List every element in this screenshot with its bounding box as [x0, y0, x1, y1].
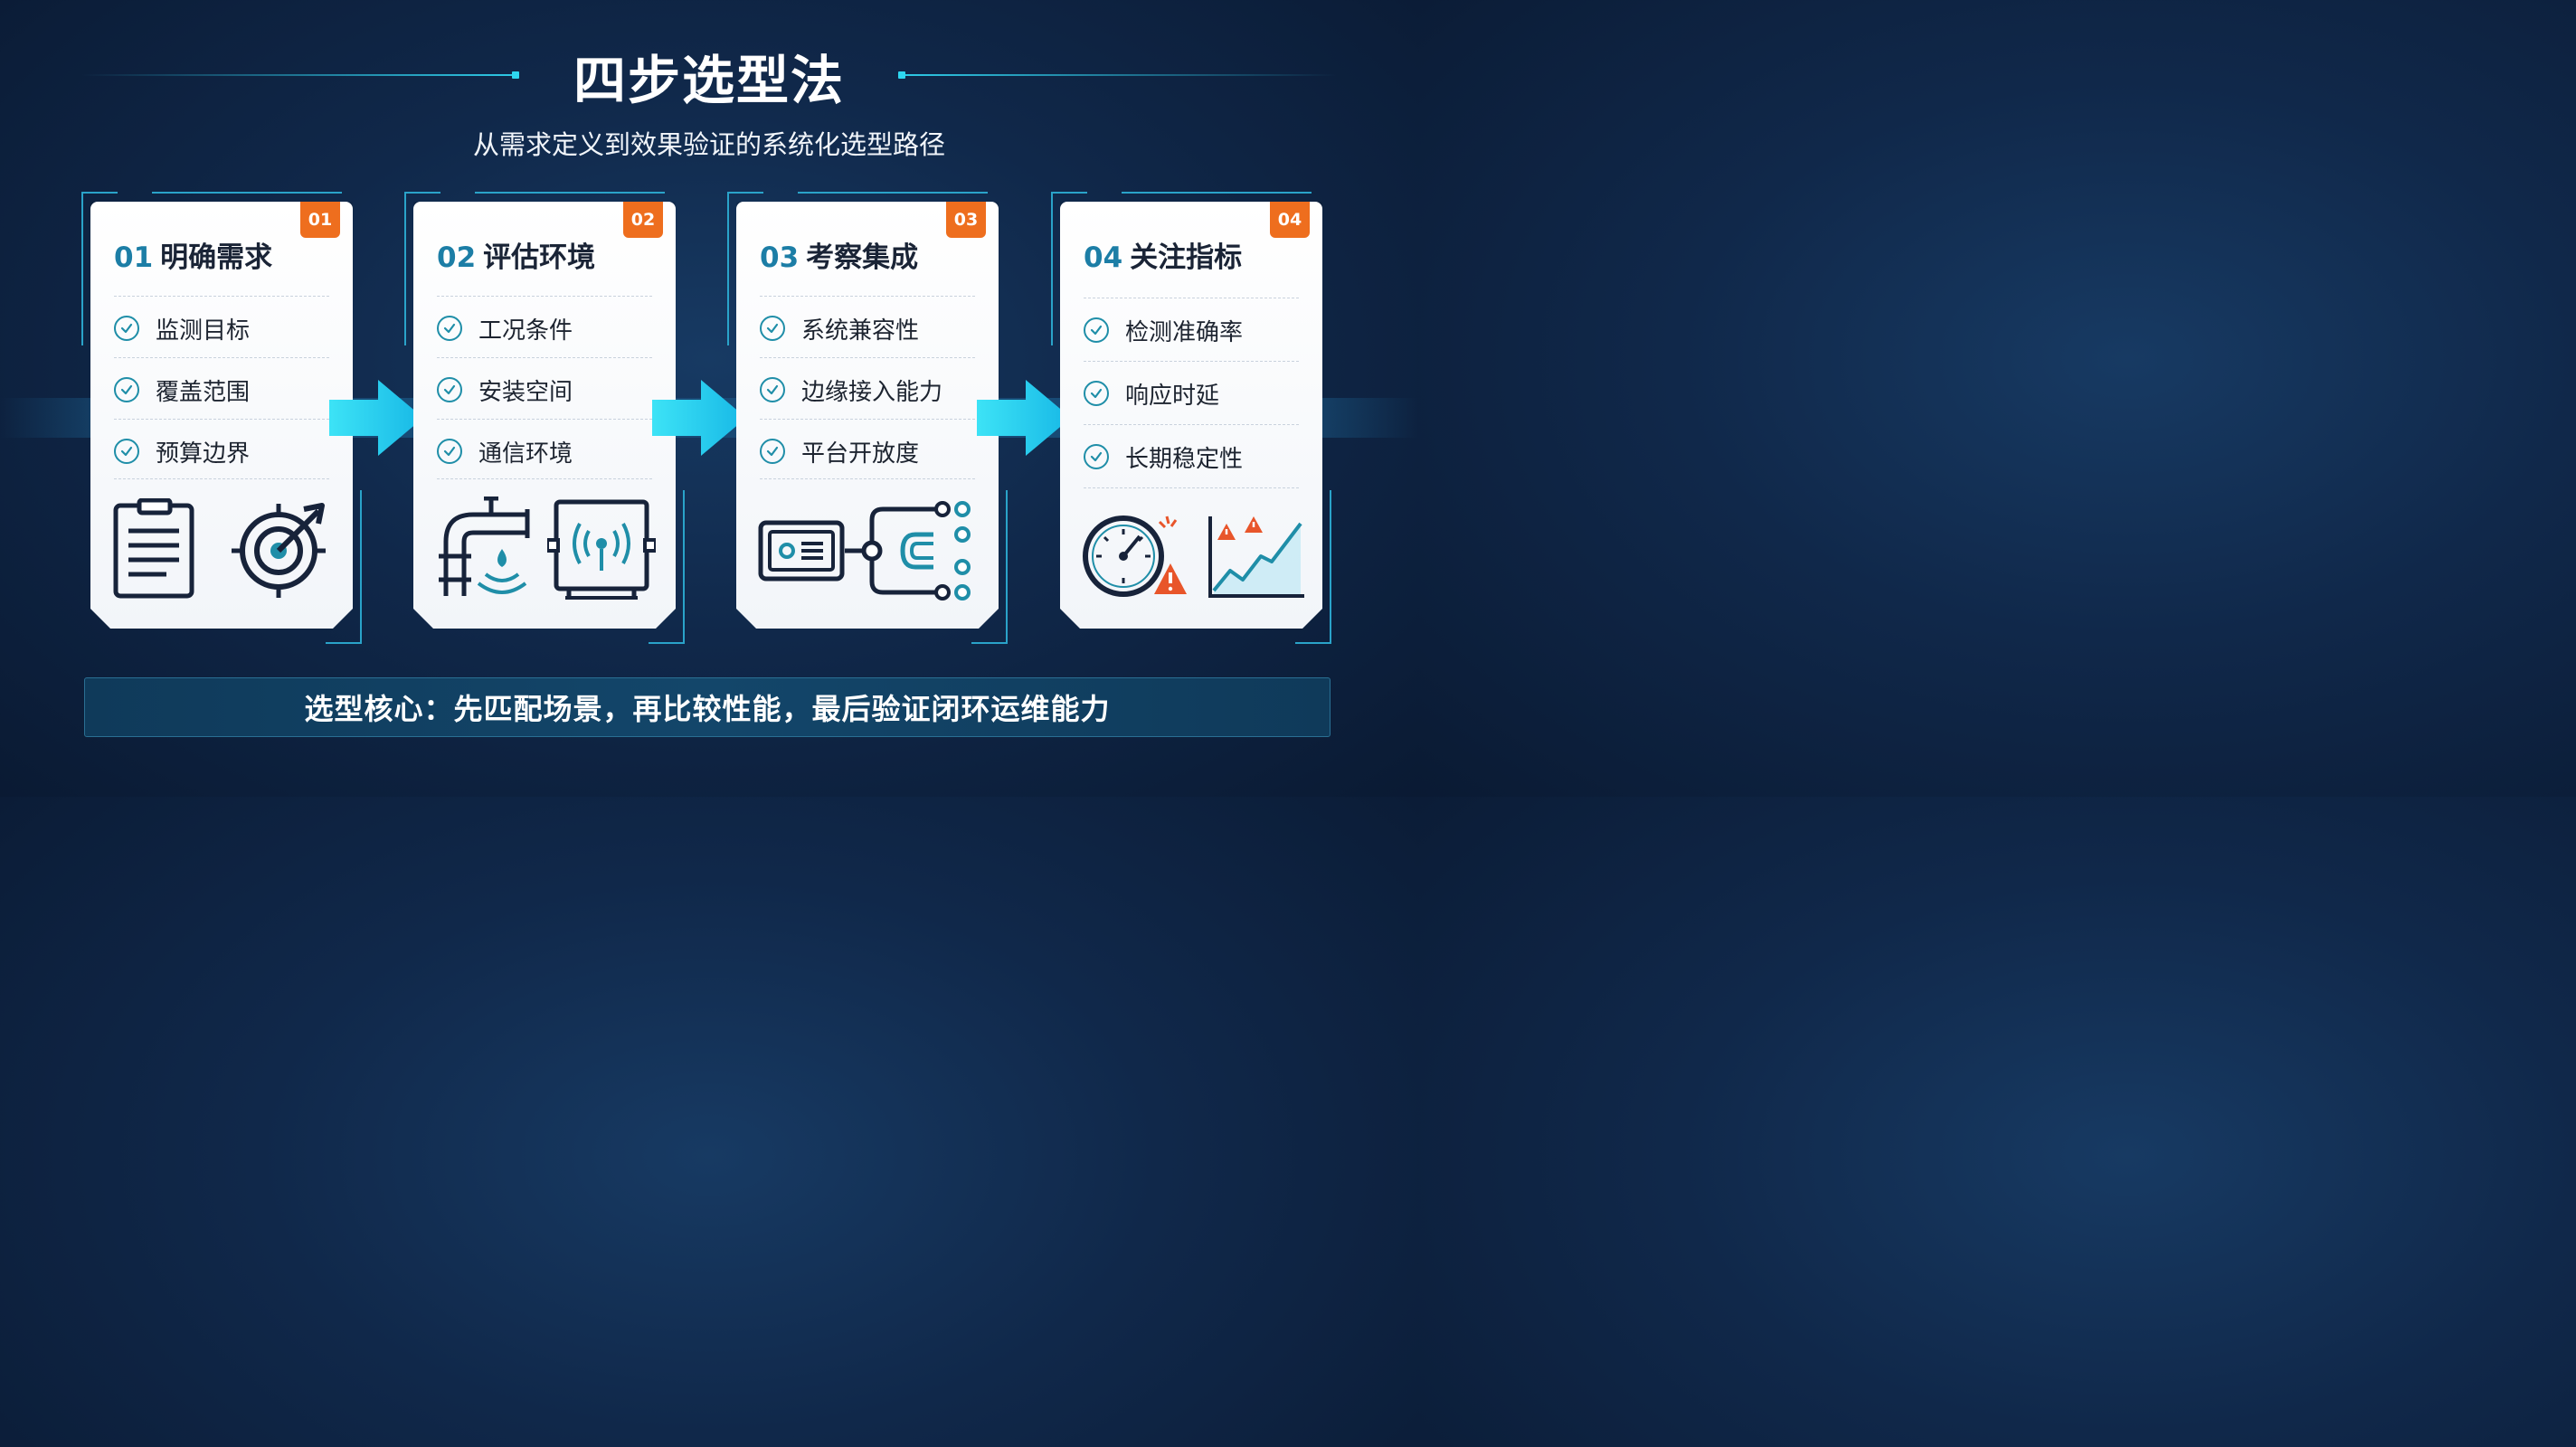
- step-item: 安装空间: [437, 372, 573, 408]
- title-line-left: [81, 74, 516, 76]
- check-icon: [114, 316, 139, 341]
- step-item-label: 响应时延: [1125, 382, 1220, 410]
- step-item: 工况条件: [437, 310, 573, 346]
- step-title-text: 明确需求: [160, 241, 273, 274]
- divider: [114, 357, 329, 358]
- step-item-label: 通信环境: [478, 440, 573, 468]
- step-item-label: 监测目标: [156, 317, 251, 345]
- summary-bar: 选型核心：先匹配场景，再比较性能，最后验证闭环运维能力: [84, 677, 1331, 737]
- card-frame-3: [727, 192, 1008, 644]
- network-icon: [845, 498, 977, 603]
- step-badge: 04: [1270, 202, 1310, 238]
- step-item: 检测准确率: [1084, 312, 1243, 348]
- check-icon: [760, 316, 785, 341]
- pipe-icon: [437, 497, 538, 600]
- step-item-label: 覆盖范围: [156, 378, 251, 406]
- check-icon: [114, 439, 139, 464]
- step-item: 边缘接入能力: [760, 372, 942, 408]
- page-title: 四步选型法: [573, 50, 845, 111]
- page-subtitle: 从需求定义到效果验证的系统化选型路径: [472, 129, 945, 160]
- divider: [1084, 487, 1299, 488]
- clipboard-icon: [112, 498, 197, 600]
- gauge-icon: [1080, 511, 1192, 605]
- arrow-right-icon: [977, 380, 1071, 456]
- card-frame-1: [81, 192, 362, 644]
- step-item: 平台开放度: [760, 433, 919, 469]
- step-item-label: 平台开放度: [801, 440, 920, 468]
- divider: [760, 478, 975, 479]
- step-item-label: 长期稳定性: [1125, 445, 1244, 473]
- divider: [1084, 361, 1299, 362]
- device-icon: [758, 520, 845, 582]
- step-title-text: 考察集成: [806, 241, 919, 274]
- check-icon: [760, 377, 785, 402]
- check-icon: [1084, 381, 1109, 406]
- title-dot-left: [512, 71, 519, 79]
- step-item-label: 安装空间: [478, 378, 573, 406]
- divider: [114, 296, 329, 297]
- signal-device-icon: [547, 498, 656, 600]
- step-item-label: 工况条件: [478, 317, 573, 345]
- check-icon: [437, 439, 462, 464]
- step-title-text: 评估环境: [483, 241, 596, 274]
- step-number: 03: [760, 241, 800, 274]
- divider: [437, 478, 652, 479]
- divider: [760, 419, 975, 420]
- check-icon: [1084, 317, 1109, 343]
- step-number: 04: [1084, 241, 1123, 274]
- card-frame-4: [1051, 192, 1331, 644]
- title-line-right: [903, 74, 1337, 76]
- divider: [114, 478, 329, 479]
- step-item: 覆盖范围: [114, 372, 250, 408]
- step-item-label: 预算边界: [156, 440, 251, 468]
- check-icon: [114, 377, 139, 402]
- check-icon: [1084, 444, 1109, 469]
- card-frame-2: [404, 192, 685, 644]
- trend-chart-icon: [1207, 515, 1306, 600]
- step-item: 预算边界: [114, 433, 250, 469]
- step-item-label: 系统兼容性: [801, 317, 920, 345]
- step-badge: 01: [300, 202, 340, 238]
- step-title-text: 关注指标: [1130, 241, 1243, 274]
- summary-text: 选型核心：先匹配场景，再比较性能，最后验证闭环运维能力: [304, 692, 1111, 726]
- step-item: 通信环境: [437, 433, 573, 469]
- divider: [437, 419, 652, 420]
- step-badge: 02: [623, 202, 663, 238]
- check-icon: [437, 377, 462, 402]
- step-item: 响应时延: [1084, 375, 1219, 411]
- arrow-right-icon: [652, 380, 746, 456]
- step-item-label: 检测准确率: [1125, 318, 1244, 346]
- check-icon: [437, 316, 462, 341]
- step-number: 01: [114, 241, 154, 274]
- divider: [114, 419, 329, 420]
- divider: [760, 357, 975, 358]
- divider: [760, 296, 975, 297]
- title-dot-right: [898, 71, 905, 79]
- divider: [437, 357, 652, 358]
- divider: [437, 296, 652, 297]
- step-item: 长期稳定性: [1084, 439, 1243, 475]
- divider: [1084, 424, 1299, 425]
- check-icon: [760, 439, 785, 464]
- step-item: 系统兼容性: [760, 310, 919, 346]
- arrow-right-icon: [329, 380, 423, 456]
- step-item-label: 边缘接入能力: [801, 378, 943, 406]
- step-badge: 03: [946, 202, 986, 238]
- step-number: 02: [437, 241, 477, 274]
- target-icon: [232, 500, 331, 598]
- step-item: 监测目标: [114, 310, 250, 346]
